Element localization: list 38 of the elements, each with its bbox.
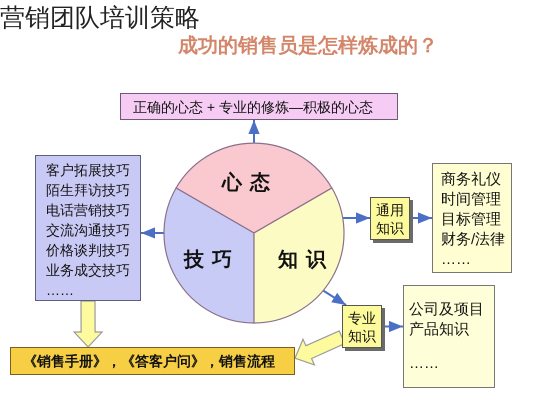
- category-tag: [342, 305, 382, 348]
- list-item: 价格谈判技巧: [46, 241, 130, 260]
- arrow: [410, 212, 432, 224]
- subtitle: 成功的销售员是怎样炼成的？: [178, 34, 438, 58]
- tag-label: 专业知识: [348, 309, 376, 345]
- list-item: 交流沟通技巧: [46, 221, 130, 240]
- sector-label: 心态: [222, 171, 278, 195]
- tag-label: 通用知识: [376, 201, 404, 237]
- arrow: [322, 290, 347, 306]
- list-item: 公司及项目产品知识: [409, 300, 485, 340]
- block-arrow: [72, 300, 104, 348]
- resource-text: 《销售手册》，《答客户问》，销售流程: [23, 352, 275, 370]
- list-item: 业务成交技巧: [46, 261, 130, 280]
- list-panel: [403, 285, 495, 388]
- arrow: [248, 120, 260, 143]
- list-panel: [35, 155, 141, 301]
- list-item: ……: [46, 281, 75, 300]
- list-item: 电话营销技巧: [46, 201, 130, 220]
- list-item: ……: [441, 250, 472, 270]
- page-title: 营销团队培训策略: [0, 3, 200, 33]
- list-item: 客户拓展技巧: [46, 161, 130, 180]
- list-item: 财务/法律: [441, 230, 503, 250]
- arrow: [342, 212, 370, 224]
- sector-label: 知识: [278, 248, 334, 272]
- statement-text: 正确的心态 + 专业的修炼—积极的心态: [133, 98, 373, 116]
- list-item: 时间管理: [441, 190, 502, 210]
- category-tag: [370, 197, 410, 240]
- list-item: 陌生拜访技巧: [46, 181, 130, 200]
- statement-box: [120, 93, 398, 120]
- list-item: ……: [409, 354, 440, 374]
- arrow: [382, 320, 403, 332]
- list-item: 商务礼仪: [441, 170, 502, 190]
- arrow: [141, 227, 164, 239]
- resource-bar: [10, 347, 295, 375]
- pie-sector: [176, 143, 332, 233]
- sector-label: 技巧: [184, 248, 240, 272]
- list-item: 目标管理: [441, 210, 502, 230]
- list-panel: [432, 163, 512, 273]
